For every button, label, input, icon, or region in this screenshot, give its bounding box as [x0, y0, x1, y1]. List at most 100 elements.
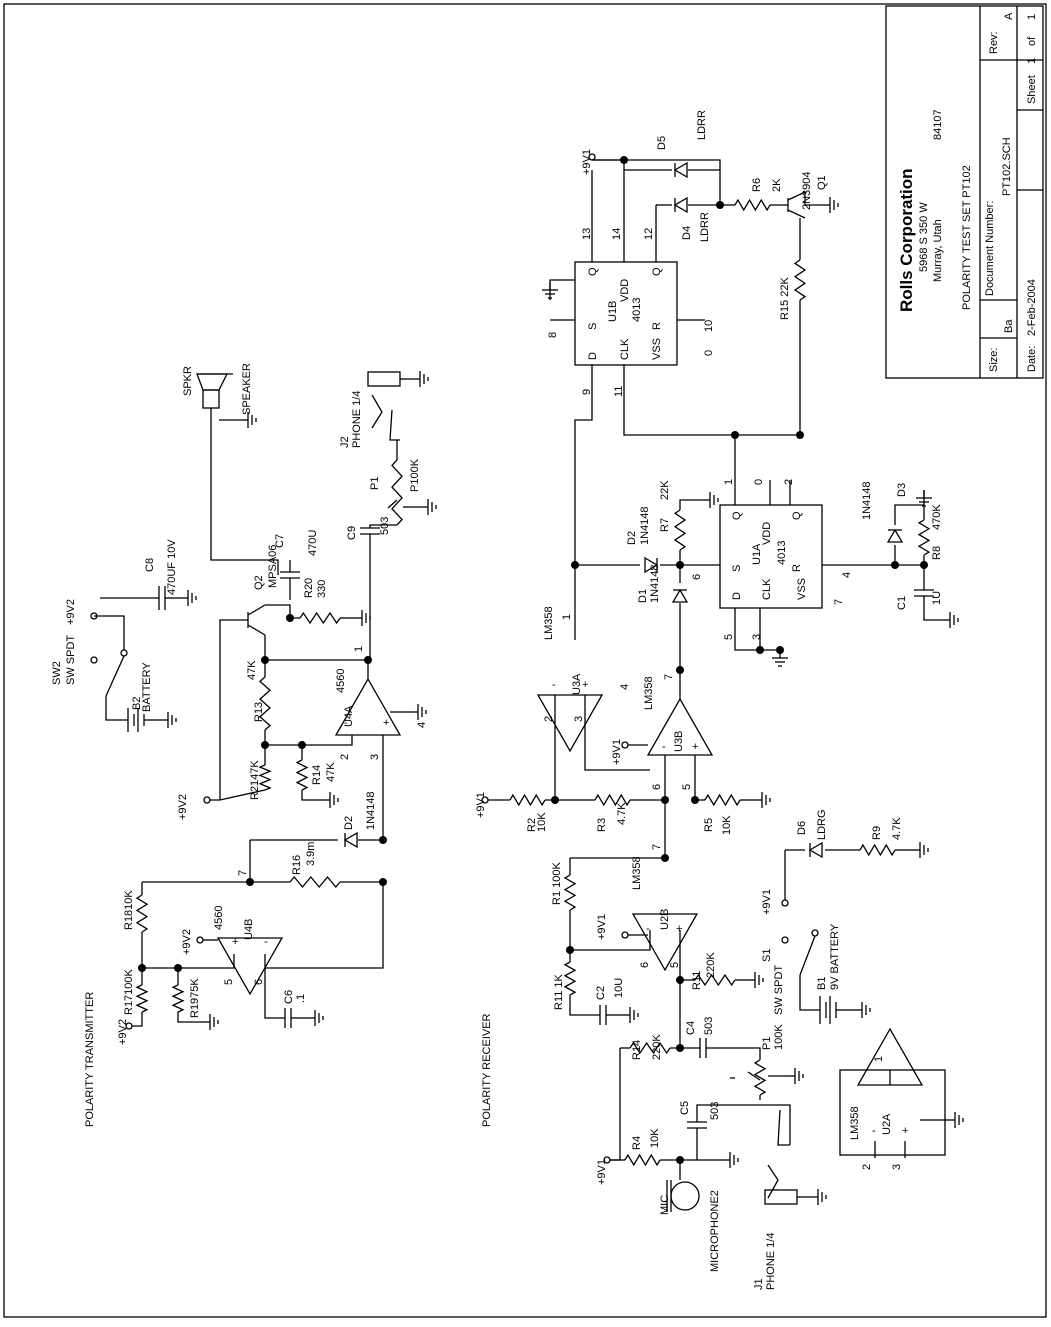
- wire: [549, 279, 575, 300]
- component-label: 2: [783, 479, 795, 485]
- wire: [210, 408, 279, 575]
- label-group: 5: [223, 979, 235, 985]
- label-group: +9V2: [181, 929, 193, 955]
- component-label: 503: [379, 517, 391, 535]
- label-group: R1810K: [123, 890, 135, 930]
- component-label: 22K: [659, 480, 671, 500]
- component-label: R15 22K: [779, 277, 791, 320]
- component-label: SW SPDT: [65, 635, 77, 685]
- label-group: 4013: [776, 541, 788, 565]
- component-label: 3: [573, 716, 585, 722]
- label-group: U2B: [659, 909, 671, 930]
- wire: [696, 1104, 735, 1122]
- label-group: R: [651, 322, 663, 330]
- component-label: Q: [587, 267, 599, 276]
- component-label: R4: [631, 1136, 643, 1150]
- component-label: 10K: [536, 812, 548, 832]
- ground-icon: [158, 712, 177, 728]
- component-label: SW2: [51, 661, 63, 685]
- wire: [265, 659, 369, 679]
- resistor-icon: [629, 1041, 671, 1055]
- label-group: 2N3904: [801, 171, 813, 210]
- wire: [387, 499, 398, 509]
- label-group: 7: [833, 599, 845, 605]
- component-label: LM358: [631, 856, 643, 890]
- component-label: U4A: [343, 705, 355, 727]
- label-group: D1: [637, 589, 649, 603]
- component-label: U2A: [881, 1113, 893, 1135]
- label-group: 503: [703, 1017, 715, 1035]
- component-label: .1: [295, 994, 307, 1003]
- component-label: 3: [369, 754, 381, 760]
- component-label: D5: [656, 136, 668, 150]
- drawing-title: POLARITY TEST SET PT102: [961, 165, 973, 310]
- resistor-icon: [793, 259, 807, 301]
- component-label: 1: [873, 1056, 885, 1062]
- wire: [569, 995, 600, 1016]
- power-terminal-icon: [621, 931, 629, 939]
- component-label: 3.9m: [305, 842, 317, 866]
- label-group: Q: [791, 511, 803, 520]
- component-label: Q: [731, 511, 743, 520]
- flipflop-u1a: [719, 504, 823, 609]
- opamp-icon: [536, 694, 604, 753]
- component-label: U4B: [243, 919, 255, 940]
- component-label: U1A: [751, 543, 763, 565]
- doc-number-label: Document Number:: [984, 201, 996, 296]
- rev-value: A: [1003, 12, 1015, 20]
- label-group: 2: [543, 716, 555, 722]
- component-label: U3A: [571, 673, 583, 695]
- power-terminal-icon: [125, 1022, 133, 1030]
- component-label: 9V BATTERY: [829, 923, 841, 990]
- label-group: 6: [253, 979, 265, 985]
- section-transmitter: POLARITY TRANSMITTER: [84, 992, 96, 1127]
- component-label: 10: [703, 320, 715, 332]
- pin-sign: -: [662, 741, 666, 753]
- component-label: 47K: [325, 762, 337, 782]
- component-label: +9V1: [596, 1159, 608, 1185]
- power-terminal-icon: [481, 796, 489, 804]
- flipflop-u1b: [574, 261, 678, 366]
- size-value: Ba: [1003, 319, 1015, 333]
- component-label: +9V2: [177, 794, 189, 820]
- component-label: C4: [685, 1021, 697, 1035]
- component-label: 12: [643, 228, 655, 240]
- junction-dot: [620, 156, 628, 164]
- label-group: +9V1: [581, 149, 593, 175]
- component-label: 1: [353, 646, 365, 652]
- component-label: +9V1: [475, 792, 487, 818]
- power-terminal-icon: [196, 936, 204, 944]
- pin-sign: +: [232, 936, 238, 948]
- opamp-u2a-box: [839, 1069, 946, 1156]
- sheet-of: of: [1026, 36, 1038, 46]
- components: [90, 153, 964, 1212]
- size-label: Size:: [988, 348, 1000, 372]
- component-label: VSS: [651, 338, 663, 360]
- label-group: D6: [796, 821, 808, 835]
- label-group: P1: [761, 1037, 773, 1050]
- label-group: D2: [343, 816, 355, 830]
- component-label: 13: [581, 228, 593, 240]
- label-group: R17100K: [123, 968, 135, 1015]
- doc-number-value: PT102.SCH: [1001, 137, 1013, 196]
- label-group: R14: [311, 765, 323, 785]
- component-label: Q2: [253, 575, 265, 590]
- label-group: 1: [873, 1056, 885, 1062]
- label-group: R11 1K: [553, 973, 565, 1010]
- label-group: +9V1: [475, 792, 487, 818]
- label-group: 4560: [213, 906, 225, 930]
- component-label: PHONE 1/4: [765, 1233, 777, 1290]
- label-group: 3: [369, 754, 381, 760]
- label-group: R16: [291, 855, 303, 875]
- label-group: SPEAKER: [241, 363, 253, 415]
- component-label: R5: [703, 818, 715, 832]
- component-label: Q: [791, 511, 803, 520]
- power-terminal-icon: [621, 741, 629, 749]
- component-label: 4.7K: [891, 817, 903, 840]
- label-group: U3B: [673, 731, 685, 752]
- label-group: VDD: [619, 279, 631, 302]
- label-group: D4: [681, 226, 693, 240]
- diode-icon: [343, 831, 358, 849]
- label-group: PHONE 1/4: [351, 391, 363, 448]
- ground-icon: [305, 1010, 324, 1026]
